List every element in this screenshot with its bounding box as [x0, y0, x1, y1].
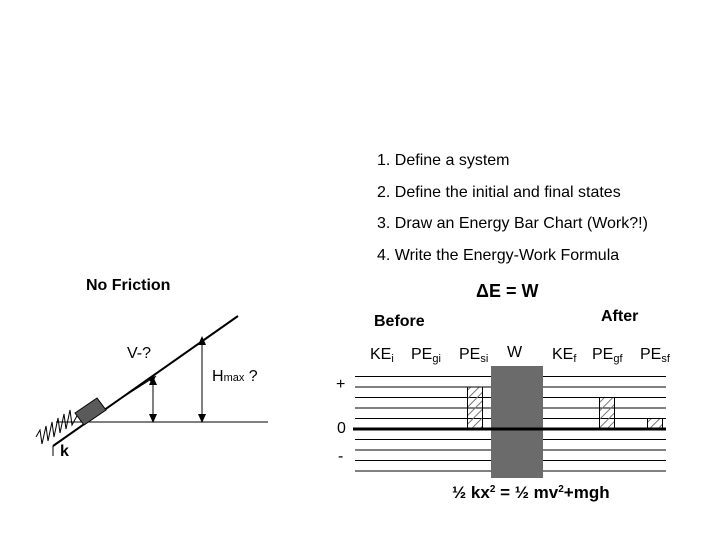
- axis-zero-label: 0: [337, 420, 346, 437]
- step-1: 1. Define a system: [377, 152, 510, 169]
- energy-formula: ½ kx2 = ½ mv2+mgh: [452, 483, 610, 502]
- energy-equation: ΔE = W: [476, 281, 539, 301]
- bar-label-pesf: PEsf: [640, 346, 670, 365]
- step-2: 2. Define the initial and final states: [377, 184, 621, 201]
- after-label: After: [601, 308, 639, 325]
- bar-label-w: W: [507, 344, 523, 361]
- spring-icon: [35, 409, 79, 445]
- velocity-label: V-?: [127, 345, 152, 362]
- axis-minus-label: -: [338, 448, 344, 465]
- energy-bar-pegf: [599, 397, 615, 430]
- step-4: 4. Write the Energy-Work Formula: [377, 247, 620, 264]
- bar-label-kef: KEf: [552, 346, 577, 365]
- bar-label-pegi: PEgi: [411, 346, 441, 365]
- work-column: [491, 366, 543, 478]
- before-label: Before: [374, 313, 425, 330]
- hmax-label: Hmax ?: [212, 368, 258, 385]
- spring-constant-label: k: [60, 443, 69, 460]
- block-icon: [74, 397, 107, 426]
- energy-bar-pesf: [647, 418, 663, 430]
- bar-label-kei: KEi: [370, 346, 394, 365]
- bar-label-pesi: PEsi: [459, 346, 489, 365]
- step-3: 3. Draw an Energy Bar Chart (Work?!): [377, 215, 648, 232]
- axis-plus-label: +: [336, 376, 346, 393]
- no-friction-label: No Friction: [86, 277, 171, 294]
- bar-label-pegf: PEgf: [592, 346, 623, 365]
- energy-bar-pesi: [467, 386, 483, 430]
